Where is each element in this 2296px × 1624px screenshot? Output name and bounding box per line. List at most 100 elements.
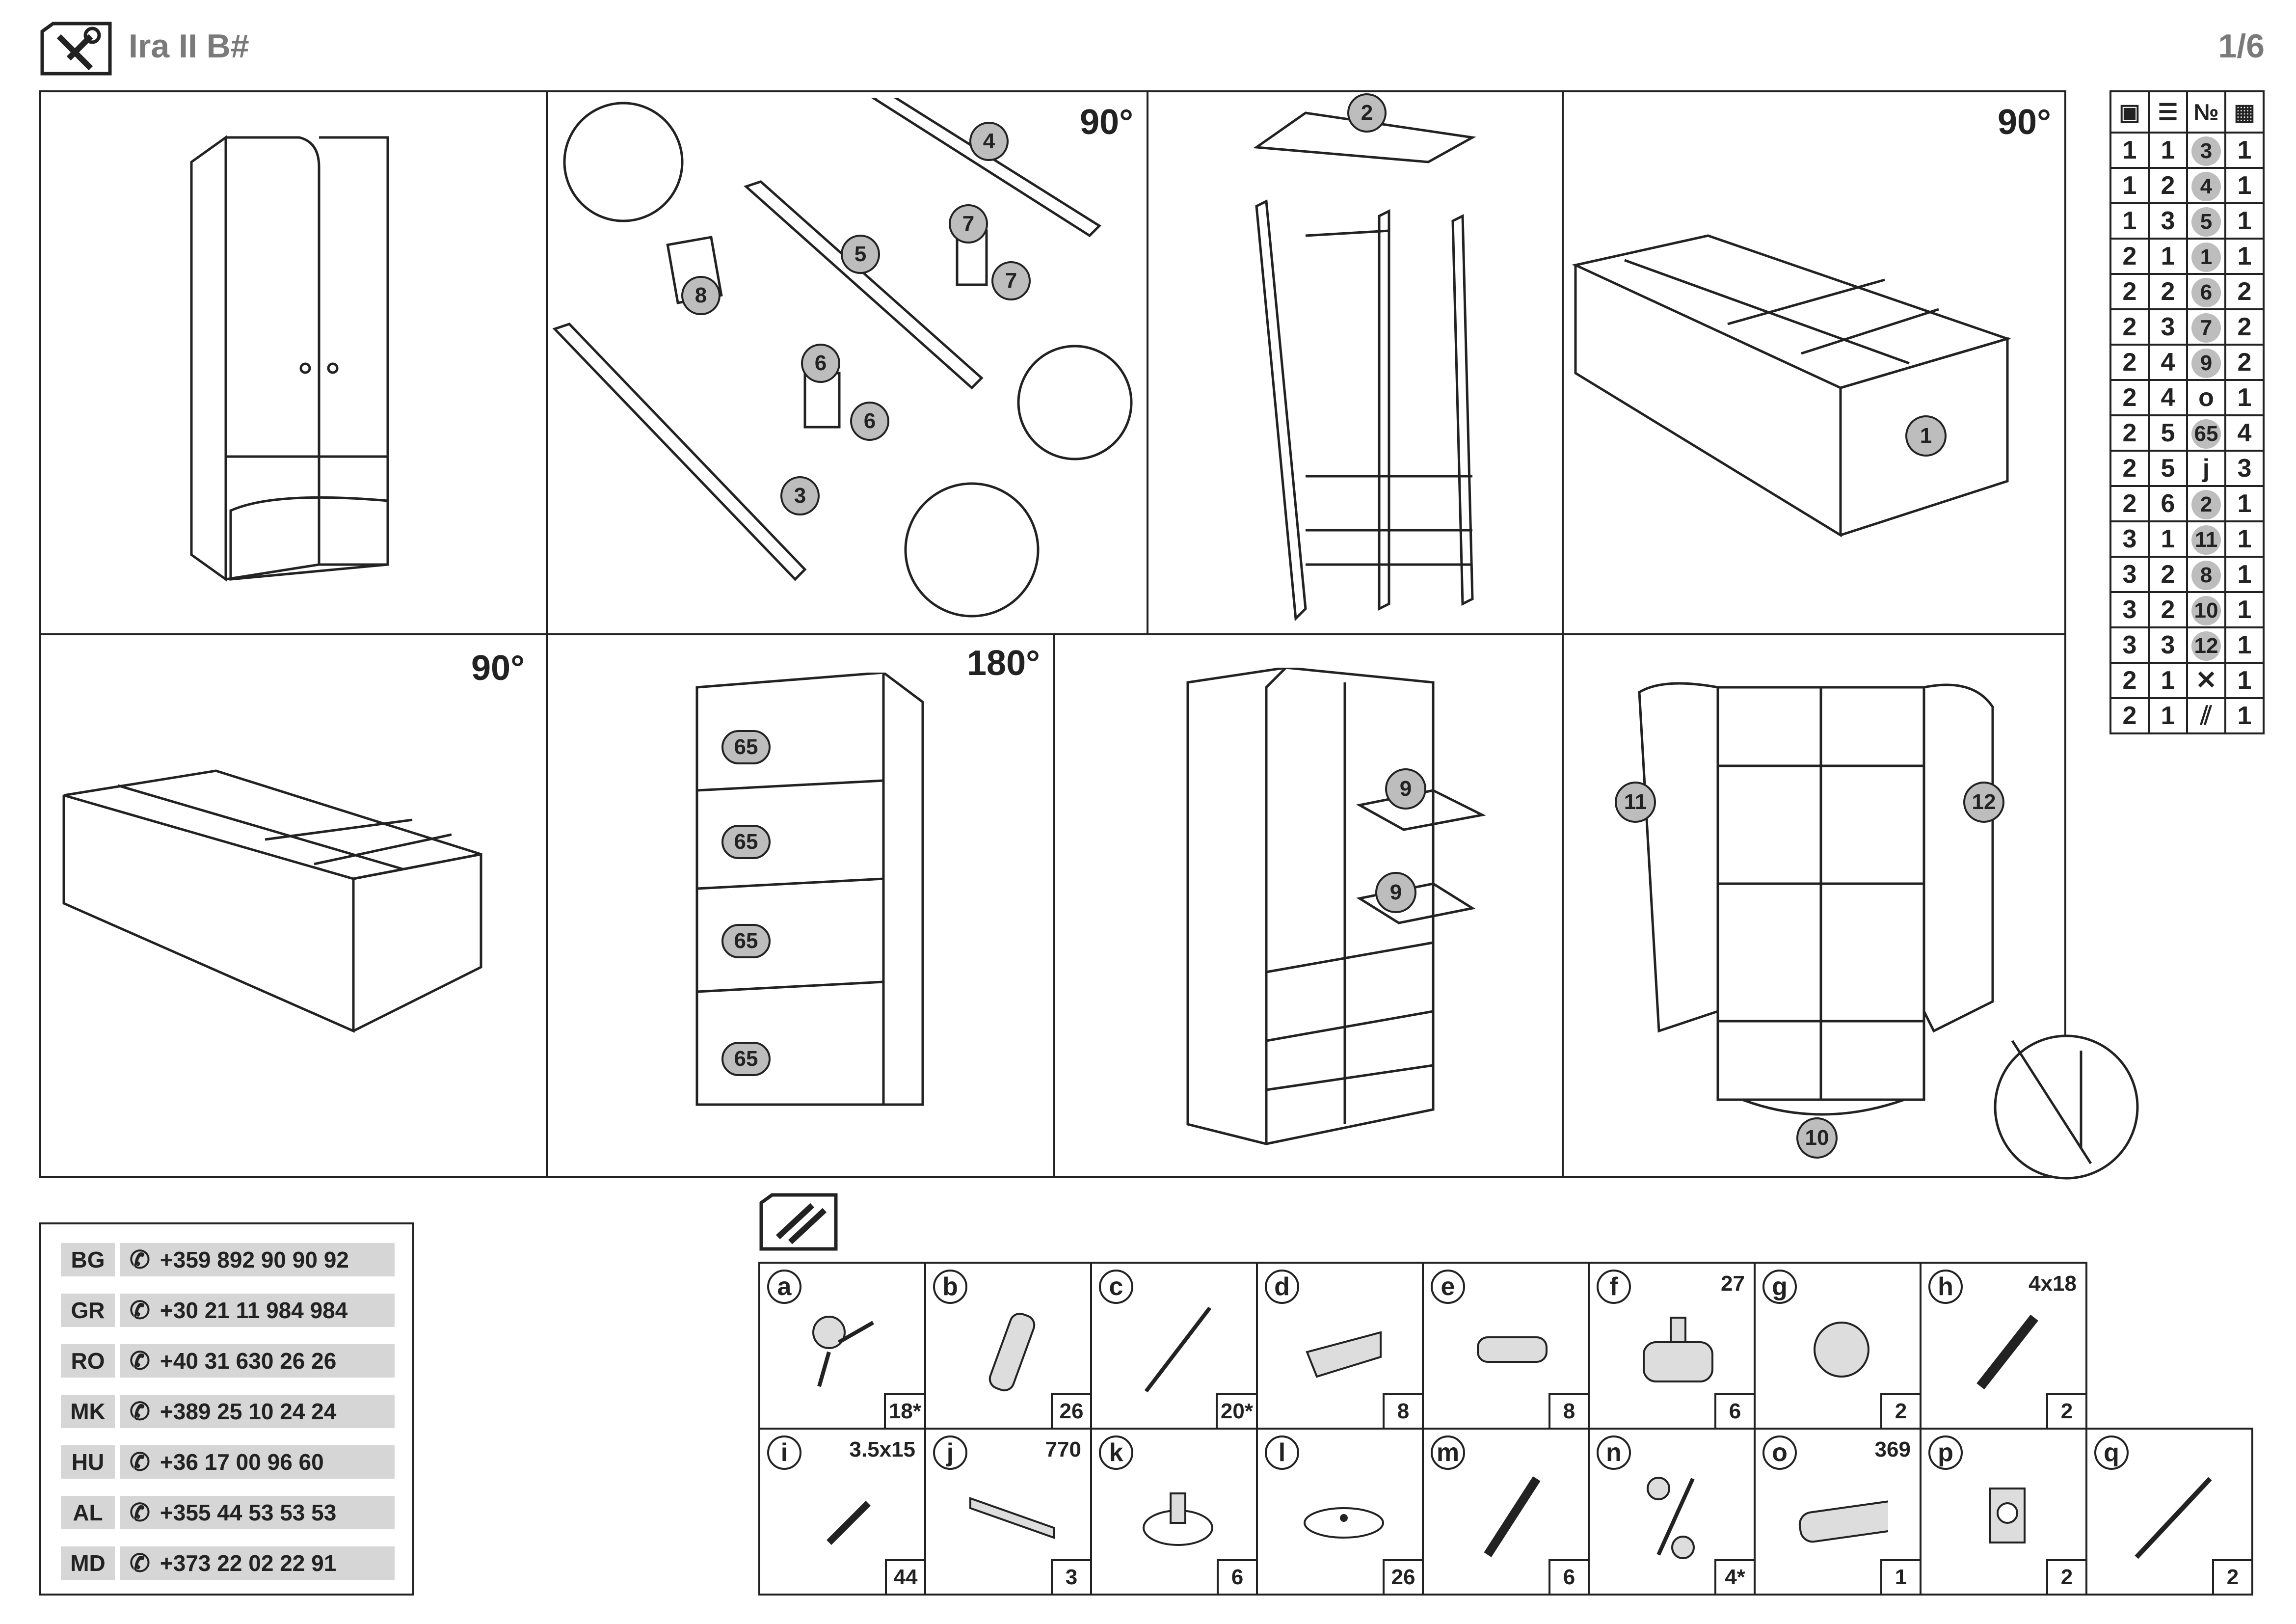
hinge-icon <box>1306 1331 1382 1378</box>
confirmat-screw-icon <box>1484 1476 1541 1557</box>
country-code: MD <box>61 1546 115 1580</box>
phone-icon: ✆ <box>130 1499 150 1526</box>
phone-number[interactable]: +373 22 02 22 91 <box>160 1550 337 1576</box>
cam-lock-icon <box>812 1316 874 1387</box>
hardware-cell-o: o 369 1 <box>1754 1428 1922 1596</box>
callout-12: 12 <box>1963 782 2004 823</box>
callout-7: 7 <box>991 261 1031 300</box>
phone-number[interactable]: +40 31 630 26 26 <box>160 1348 337 1374</box>
callout-65: 65 <box>721 1042 771 1076</box>
tools-icon: ✕ <box>2186 662 2226 699</box>
country-code: MK <box>61 1395 115 1428</box>
qty-icon: ▦ <box>2224 90 2265 134</box>
country-code: HU <box>61 1445 115 1479</box>
contact-row: AL ✆ +355 44 53 53 53 <box>61 1496 395 1529</box>
furniture-foot-icon <box>1643 1317 1713 1382</box>
rotate-90-label: 90° <box>471 649 525 688</box>
hardware-cell-e: e 8 <box>1422 1262 1590 1430</box>
callout-6: 6 <box>850 402 889 441</box>
grid-divider <box>1053 634 1055 1178</box>
phone-icon: ✆ <box>130 1297 150 1324</box>
callout-11: 11 <box>1615 782 1656 823</box>
country-code: BG <box>61 1243 115 1276</box>
assembly-tools-icon <box>40 22 112 76</box>
phone-icon: ✆ <box>130 1246 150 1273</box>
carcass-back-illustration <box>1572 234 2012 538</box>
shelves-install-illustration <box>1186 668 1486 1145</box>
pack-icon: ☰ <box>2148 90 2188 134</box>
wood-screw-icon <box>827 1501 871 1545</box>
page-number: 1/6 <box>2218 27 2265 65</box>
country-code: AL <box>61 1496 115 1529</box>
box-icon: ▣ <box>2109 90 2150 134</box>
hardware-cell-j: j 770 3 <box>924 1428 1092 1596</box>
hardware-cell-c: c 20* <box>1090 1262 1258 1430</box>
callout-6: 6 <box>801 344 840 383</box>
callout-1: 1 <box>1905 415 1947 457</box>
rail-holder-icon <box>1989 1488 2026 1543</box>
country-code: RO <box>61 1344 115 1378</box>
contact-row: MD ✆ +373 22 02 22 91 <box>61 1546 395 1580</box>
callout-65: 65 <box>721 730 771 764</box>
callout-7: 7 <box>949 204 988 244</box>
phone-icon: ✆ <box>130 1398 150 1425</box>
hardware-cell-h: h 4x18 2 <box>1920 1262 2087 1430</box>
contact-row: HU ✆ +36 17 00 96 60 <box>61 1445 395 1479</box>
hardware-cell-f: f 27 6 <box>1588 1262 1756 1430</box>
callout-4: 4 <box>969 122 1009 161</box>
contact-row: BG ✆ +359 892 90 90 92 <box>61 1243 395 1276</box>
grid-divider <box>546 90 548 634</box>
phone-icon: ✆ <box>130 1549 150 1577</box>
doors-hinges-illustration <box>1638 682 1994 1116</box>
carcass-feet-illustration <box>62 769 482 1033</box>
fittings-icon: ⫽ <box>2186 697 2226 734</box>
callout-65: 65 <box>721 825 771 859</box>
grid-divider <box>546 634 548 1178</box>
grid-divider <box>39 633 2066 635</box>
phone-number[interactable]: +30 21 11 984 984 <box>160 1298 348 1323</box>
wooden-dowel-icon <box>988 1312 1036 1392</box>
knob-icon <box>1814 1322 1869 1378</box>
phone-icon: ✆ <box>130 1347 150 1375</box>
callout-3: 3 <box>780 476 820 515</box>
hardware-cell-l: l 26 <box>1256 1428 1424 1596</box>
callout-65: 65 <box>721 924 771 958</box>
frame-top-illustration <box>1253 111 1476 622</box>
phone-number[interactable]: +355 44 53 53 53 <box>160 1500 337 1525</box>
phone-number[interactable]: +389 25 10 24 24 <box>160 1399 337 1424</box>
shelf-support-icon <box>1477 1336 1548 1363</box>
door-stay-icon <box>2135 1477 2212 1559</box>
phone-number[interactable]: +359 892 90 90 92 <box>160 1247 349 1272</box>
phone-icon: ✆ <box>130 1448 150 1476</box>
callout-2: 2 <box>1347 93 1387 133</box>
contact-row: RO ✆ +40 31 630 26 26 <box>61 1344 395 1378</box>
contact-row: MK ✆ +389 25 10 24 24 <box>61 1395 395 1428</box>
cap-cover-icon <box>1304 1507 1384 1539</box>
rotate-90-label: 90° <box>1998 103 2051 142</box>
service-contacts: BG ✆+359 892 90 90 92 GR ✆+30 21 11 984 … <box>39 1222 414 1596</box>
hardware-cell-b: b 26 <box>924 1262 1092 1430</box>
rotate-90-label: 90° <box>1080 103 1133 142</box>
phone-number[interactable]: +36 17 00 96 60 <box>160 1449 324 1475</box>
hardware-cell-m: m 6 <box>1422 1428 1590 1596</box>
glider-icon <box>1143 1492 1213 1546</box>
hardware-cell-p: p 2 <box>1920 1428 2087 1596</box>
product-title: Ira II B# <box>129 27 249 65</box>
finished-wardrobe-illustration <box>190 135 389 582</box>
hanging-rail-icon <box>1798 1500 1888 1543</box>
hardware-cell-k: k 6 <box>1090 1428 1258 1596</box>
double-cam-icon <box>1647 1477 1695 1559</box>
hardware-cell-d: d 8 <box>1256 1262 1424 1430</box>
number-header: № <box>2186 90 2226 134</box>
